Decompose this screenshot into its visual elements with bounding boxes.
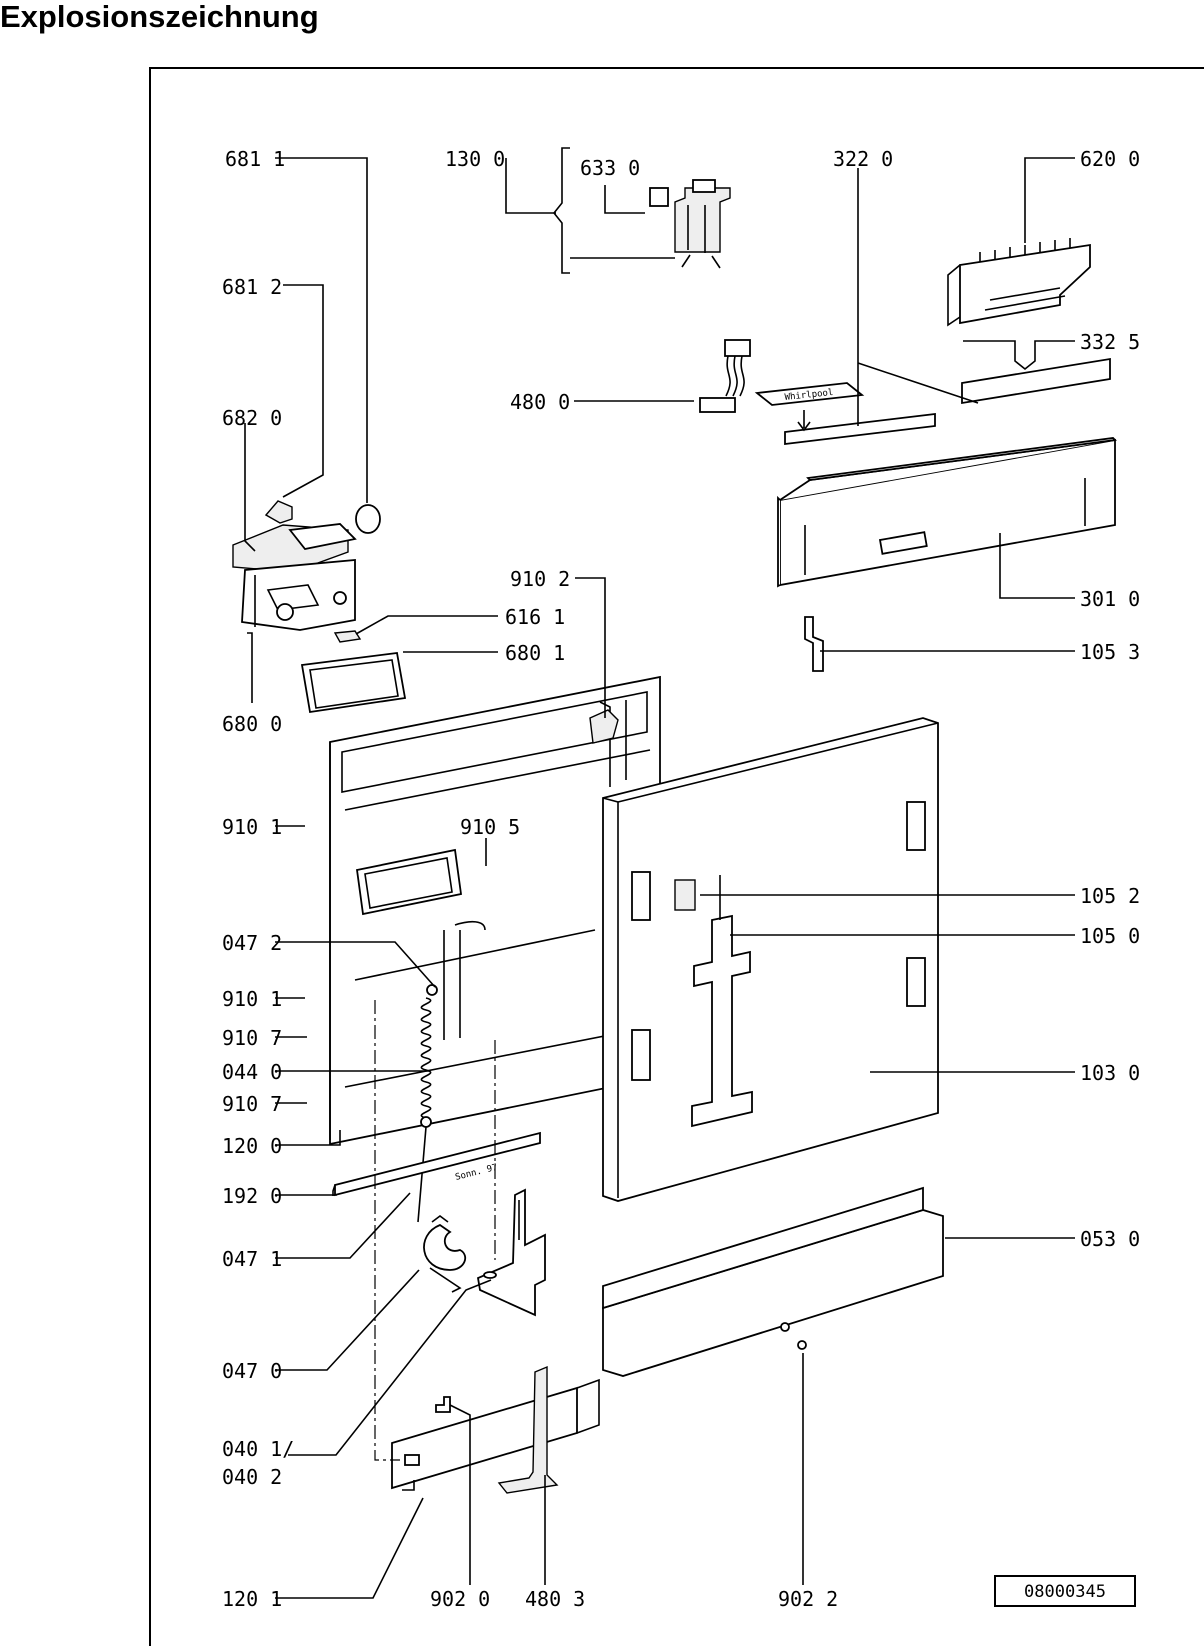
- part-label: 105 3: [1080, 640, 1140, 664]
- pcb-strip-332-5: [961, 357, 1111, 405]
- leader-lines: [244, 147, 1075, 1599]
- part-label: 047 1: [222, 1247, 282, 1271]
- part-label: 301 0: [1080, 587, 1140, 611]
- inner-door-panel-120-0: [329, 675, 661, 1146]
- control-panel-301-0: [777, 437, 1117, 588]
- part-label: 130 0: [445, 147, 505, 171]
- part-label: 910 1: [222, 815, 282, 839]
- part-label: 633 0: [580, 156, 640, 180]
- part-label: 120 1: [222, 1587, 282, 1611]
- part-label: 480 3: [525, 1587, 585, 1611]
- bracket-105-3: [804, 616, 824, 672]
- part-label: 681 1: [225, 147, 285, 171]
- hinge-arm-040-1: [476, 1188, 546, 1317]
- part-label: 910 7: [222, 1026, 282, 1050]
- part-label: 910 1: [222, 987, 282, 1011]
- bracket-480-3: [497, 1365, 559, 1494]
- kick-plate-053-0: [602, 1186, 944, 1377]
- part-label: 047 2: [222, 931, 282, 955]
- axis-line: [374, 1000, 400, 1461]
- part-label: 044 0: [222, 1060, 282, 1084]
- drawing-number-box: [994, 1575, 1136, 1607]
- clip-902-0: [435, 1396, 451, 1413]
- base-strip-120-1: [391, 1378, 600, 1491]
- part-label: 192 0: [222, 1184, 282, 1208]
- part-label: 616 1: [505, 605, 565, 629]
- drawing-number: 08000345: [1024, 1582, 1106, 1602]
- cap-681-1: [355, 504, 381, 534]
- knob-681-2: [264, 500, 293, 524]
- part-label: 910 2: [510, 567, 570, 591]
- lever-616-1: [333, 630, 362, 643]
- hinge-047-0: [423, 1215, 467, 1293]
- part-label: 682 0: [222, 406, 282, 430]
- part-label: 681 2: [222, 275, 282, 299]
- door-spring-044-0: [417, 984, 438, 1223]
- part-label: 047 0: [222, 1359, 282, 1383]
- door-lock-130-0: [649, 179, 731, 269]
- dispenser-682-0: [232, 523, 357, 631]
- part-label: 480 0: [510, 390, 570, 414]
- part-label: 103 0: [1080, 1061, 1140, 1085]
- stamp-text: Sonn. 97: [454, 1163, 498, 1183]
- part-label: 902 2: [778, 1587, 838, 1611]
- part-labels: 681 1 130 0 633 0 322 0 620 0 681 2 332 …: [222, 147, 1140, 1611]
- part-label: 105 2: [1080, 884, 1140, 908]
- drawing-frame: [149, 67, 1204, 1646]
- nameplate-322-0: Whirlpool: [754, 382, 936, 446]
- part-label: 040 2: [222, 1465, 282, 1489]
- part-label: 680 1: [505, 641, 565, 665]
- part-label: 120 0: [222, 1134, 282, 1158]
- part-label: 332 5: [1080, 330, 1140, 354]
- page-title: Explosionszeichnung: [0, 0, 319, 34]
- gasket-680-1: [300, 651, 407, 714]
- wiring-harness-480-0: [699, 339, 751, 413]
- part-label: 105 0: [1080, 924, 1140, 948]
- part-label: 680 0: [222, 712, 282, 736]
- part-label: 910 5: [460, 815, 520, 839]
- control-module-620-0: [947, 238, 1091, 327]
- rail-192-0: [332, 1131, 541, 1197]
- part-label: 620 0: [1080, 147, 1140, 171]
- part-label: 322 0: [833, 147, 893, 171]
- outer-door-103-0: [602, 717, 939, 1202]
- part-label: 040 1/: [222, 1437, 294, 1461]
- part-label: 910 7: [222, 1092, 282, 1116]
- part-label: 902 0: [430, 1587, 490, 1611]
- part-label: 053 0: [1080, 1227, 1140, 1251]
